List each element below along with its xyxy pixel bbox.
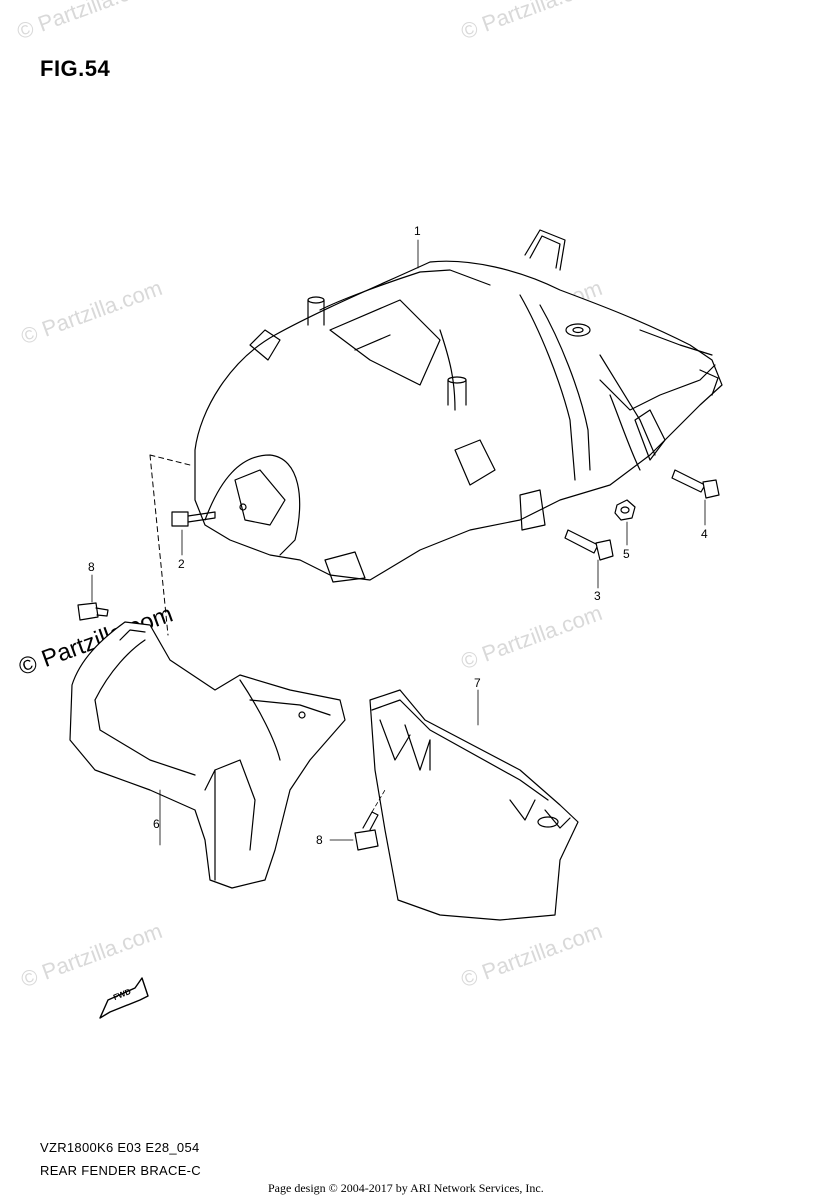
callout-5: 5 (623, 547, 630, 561)
callout-8-upper: 8 (88, 560, 95, 574)
bolt-part-4[interactable] (671, 469, 720, 526)
fwd-arrow-icon (99, 977, 149, 1019)
bolt-part-3[interactable] (564, 529, 614, 589)
bolt-part-2[interactable] (171, 511, 216, 556)
callout-2: 2 (178, 557, 185, 571)
brace-part-7[interactable] (369, 689, 579, 921)
part-name: REAR FENDER BRACE-C (40, 1163, 201, 1178)
page-design-credit: Page design © 2004-2017 by ARI Network S… (268, 1181, 544, 1195)
bolt-part-8-lower[interactable] (329, 789, 386, 851)
bolt-part-8-upper[interactable] (77, 574, 109, 621)
callout-4: 4 (701, 527, 708, 541)
rear-fender-part-1[interactable] (194, 229, 723, 583)
callout-6: 6 (153, 817, 160, 831)
callout-7: 7 (474, 676, 481, 690)
nut-part-5[interactable] (614, 499, 636, 546)
brace-part-6[interactable] (69, 621, 346, 889)
callout-3: 3 (594, 589, 601, 603)
model-code: VZR1800K6 E03 E28_054 (40, 1140, 200, 1155)
callout-8-lower: 8 (316, 833, 323, 847)
callout-1: 1 (414, 224, 421, 238)
figure-title: FIG.54 (40, 56, 111, 81)
